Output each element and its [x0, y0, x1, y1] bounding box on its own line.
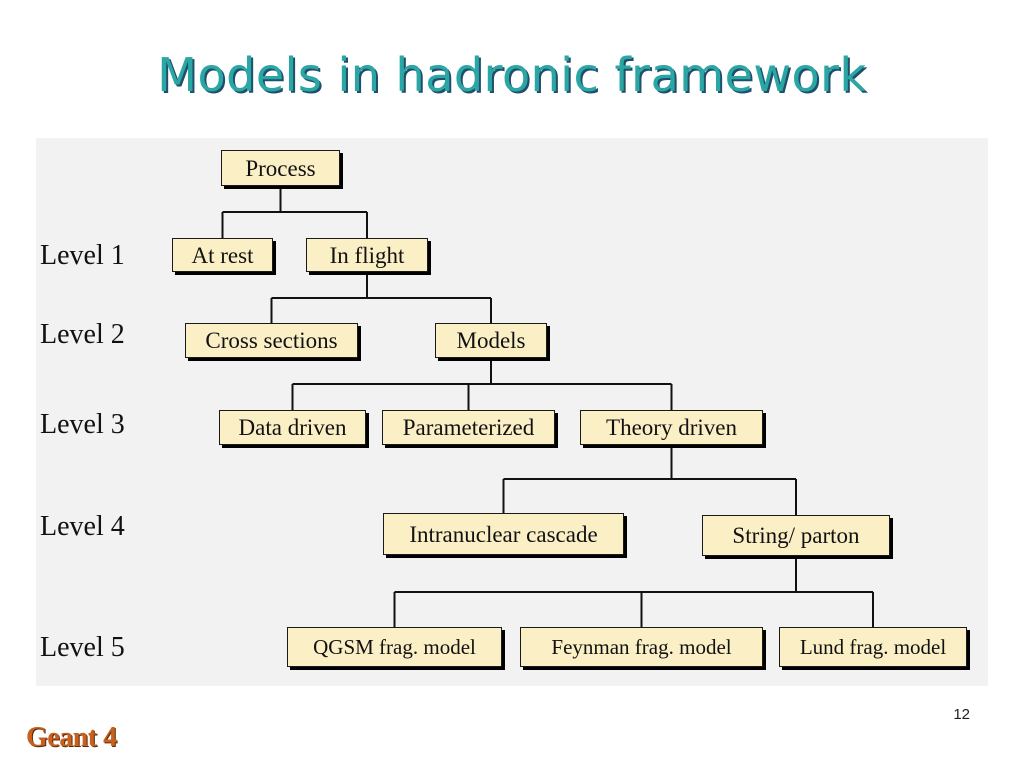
node-qgsm-frag-model: QGSM frag. model: [287, 627, 502, 667]
node-parameterized: Parameterized: [382, 410, 555, 445]
level-label-3: Level 3: [40, 409, 125, 440]
node-feynman-frag-model: Feynman frag. model: [520, 627, 763, 667]
level-label-1: Level 1: [40, 240, 125, 271]
node-data-driven: Data driven: [219, 410, 366, 445]
node-string-parton: String/ parton: [702, 515, 890, 556]
node-theory-driven: Theory driven: [580, 410, 763, 445]
node-at-rest: At rest: [172, 238, 273, 272]
node-process: Process: [221, 150, 340, 186]
node-lund-frag-model: Lund frag. model: [779, 627, 967, 667]
node-models: Models: [435, 323, 547, 358]
node-cross-sections: Cross sections: [185, 323, 358, 358]
slide-title: Models in hadronic framework: [157, 48, 867, 102]
level-label-4: Level 4: [40, 511, 125, 542]
page-number: 12: [953, 706, 970, 723]
node-in-flight: In flight: [306, 238, 428, 272]
level-label-5: Level 5: [40, 632, 125, 663]
level-label-2: Level 2: [40, 319, 125, 350]
node-intranuclear-cascade: Intranuclear cascade: [383, 513, 624, 555]
geant4-logo: Geant 4: [26, 722, 117, 753]
